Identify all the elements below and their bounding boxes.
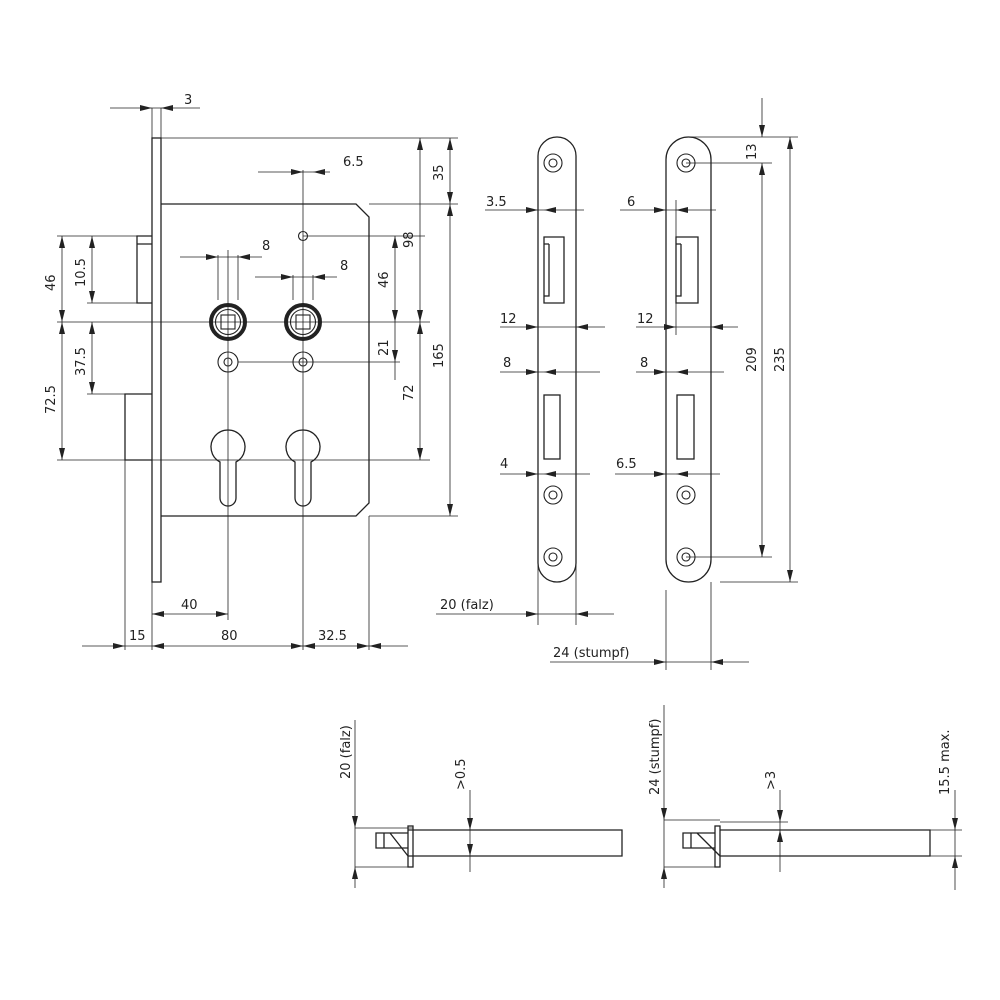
dim-side-stumpf-projection: >3 [764,771,779,790]
dim-follower-spindle-offset: 6.5 [343,155,364,170]
strike-plate-stumpf: 6 12 8 6.5 13 209 235 24 (stumpf) [550,98,798,670]
dim-falz-latch-offset: 3.5 [486,195,507,210]
side-view-falz: 20 (falz) >0.5 [339,720,623,888]
dim-latch-height: 46 [44,274,59,291]
dim-falz-width: 12 [500,312,517,327]
dim-stumpf-width: 12 [637,312,654,327]
dim-stumpf-overall-width: 24 (stumpf) [553,646,629,661]
dim-follower2-square: 8 [340,259,348,274]
side-view-stumpf-plate [714,825,721,868]
strike-plate-stumpf-body [665,136,712,583]
dim-stumpf-bolt-cutout: 8 [640,356,648,371]
dim-stumpf-top-to-hole: 13 [745,143,760,160]
latch-cutout [675,236,699,304]
side-view-falz-plate [407,825,414,868]
dim-follower-to-cylinder: 72 [402,384,417,401]
lock-case [161,203,370,517]
faceplate [151,137,162,583]
dim-side-stumpf-width: 24 (stumpf) [648,719,663,795]
side-view-stumpf-latch [682,832,721,857]
strike-plate-falz-body [537,136,577,583]
dim-backset-half: 40 [181,598,198,613]
dim-stumpf-latch-offset: 6 [627,195,635,210]
screw-hole-bottom [543,547,563,567]
dim-follower-to-screw: 21 [377,339,392,356]
side-view-stumpf: 24 (stumpf) >3 15.5 max. [648,705,962,890]
dim-hole-to-follower: 98 [402,231,417,248]
side-view-falz-latch [375,832,409,857]
dim-stumpf-hole-to-hole: 209 [745,347,760,372]
dim-falz-bolt-offset: 4 [500,457,508,472]
dim-stumpf-overall-length: 235 [773,347,788,372]
dim-falz-overall-width: 20 (falz) [440,598,494,613]
dim-bolt-height: 72.5 [44,385,59,414]
dim-top-to-hole: 35 [432,164,447,181]
latch-cutout [543,236,565,304]
latch [136,235,152,304]
dim-side-falz-width: 20 (falz) [339,725,354,779]
dim-follower1-square: 8 [262,239,270,254]
side-view-stumpf-body [720,829,931,857]
dim-back-margin: 32.5 [318,629,347,644]
dim-follower-to-follower: 46 [377,271,392,288]
bolt-cutout [676,394,695,460]
dim-falz-bolt-cutout: 8 [503,356,511,371]
side-view-falz-body [408,829,623,857]
screw-hole-top [543,153,563,173]
bolt [124,393,152,461]
strike-plate-falz: 3.5 12 8 4 20 (falz) [436,136,614,625]
dim-side-falz-projection: >0.5 [454,758,469,790]
dim-latch-offset: 10.5 [74,258,89,287]
bolt-cutout [543,394,561,460]
dim-backset: 80 [221,629,238,644]
screw-hole-mid [543,485,563,505]
dim-stumpf-bolt-offset: 6.5 [616,457,637,472]
dim-faceplate-thickness: 3 [184,93,192,108]
lock-front-view: 3 6.5 8 8 46 10.5 37.5 72.5 35 98 46 21 … [44,93,458,650]
screw-hole-mid [676,485,696,505]
dim-case-height: 165 [432,343,447,368]
dim-side-stumpf-thickness: 15.5 max. [938,729,953,795]
dim-to-bolt-pos: 37.5 [74,347,89,376]
dim-faceplate-projection: 15 [129,629,146,644]
